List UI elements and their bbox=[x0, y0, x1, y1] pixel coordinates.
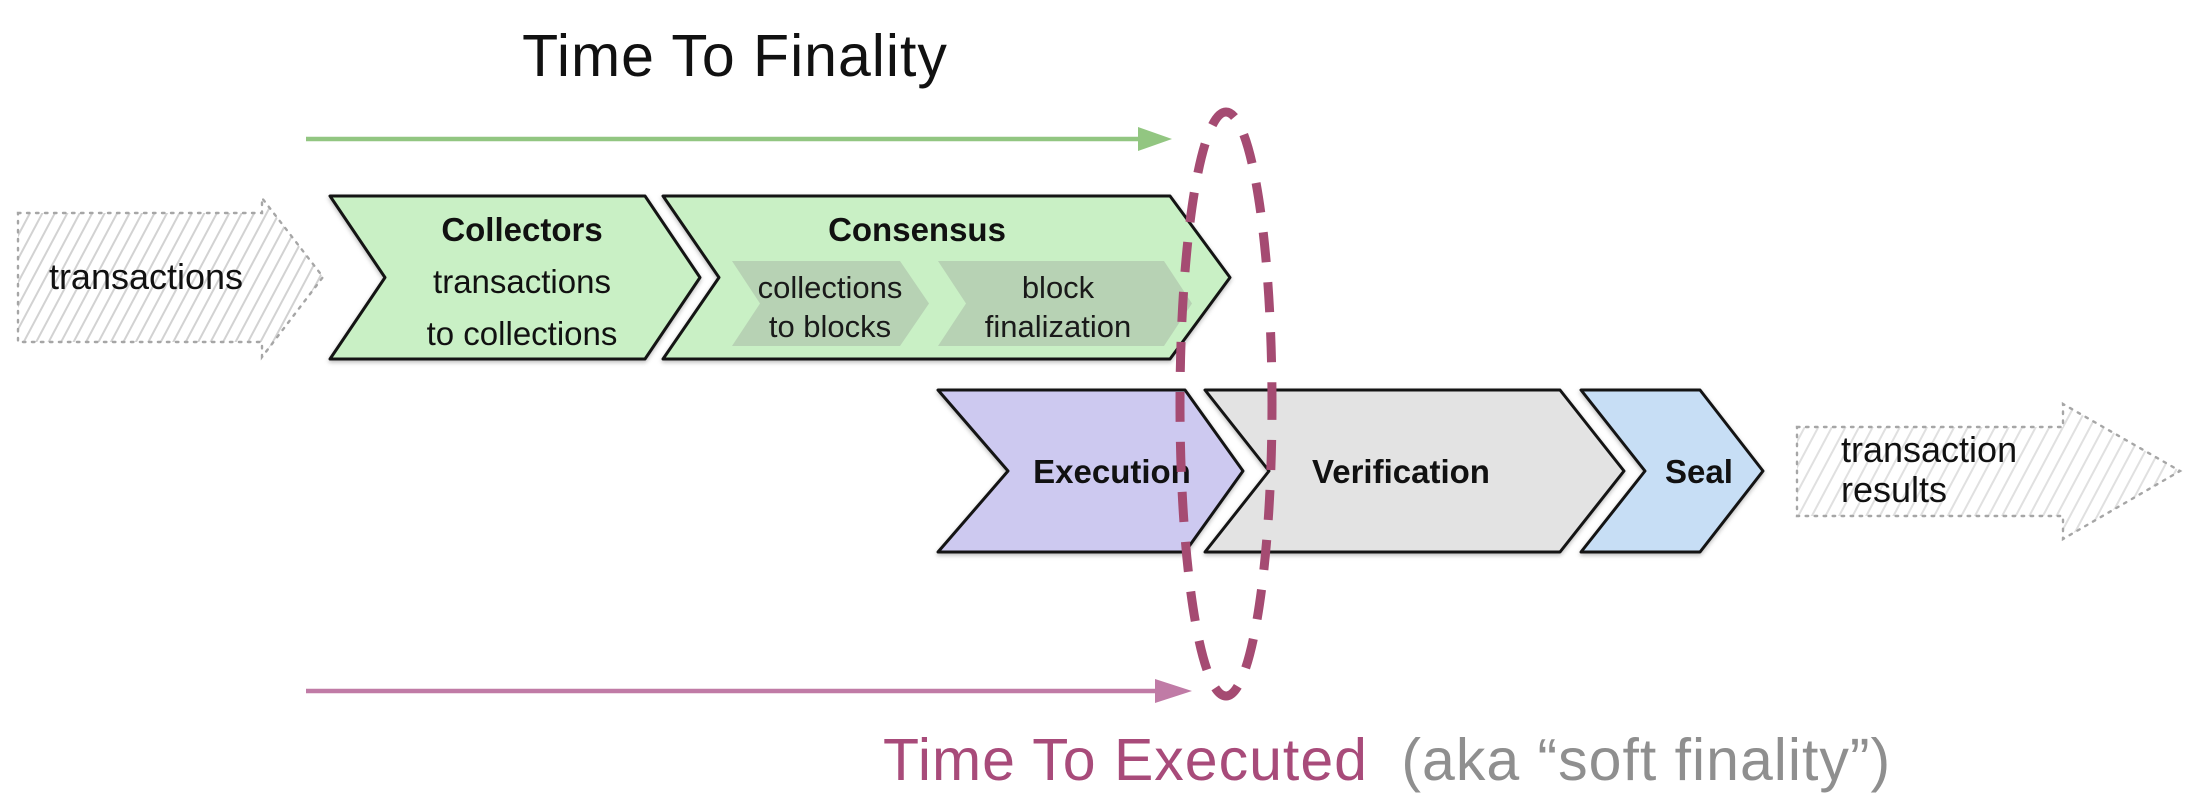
soft-finality-ellipse bbox=[1175, 107, 1277, 701]
input-arrow-shape bbox=[16, 194, 325, 361]
timeline-finality-label: Time To Finality bbox=[522, 23, 948, 89]
timeline-executed-suffix: (aka “soft finality”) bbox=[1401, 727, 1891, 793]
timeline-executed-arrowhead-icon bbox=[1155, 679, 1192, 703]
stage-collectors-line2: to collections bbox=[427, 315, 618, 352]
stage-consensus-title: Consensus bbox=[828, 211, 1006, 248]
substage-collections-to-blocks-line1: collections bbox=[758, 270, 903, 305]
stage-execution-title: Execution bbox=[1033, 453, 1191, 490]
stage-seal-title: Seal bbox=[1665, 453, 1733, 490]
output-arrow-line1: transaction bbox=[1841, 429, 2017, 470]
output-arrow-shape bbox=[1795, 401, 2183, 542]
substage-block-finalization-line2: finalization bbox=[985, 309, 1131, 344]
timeline-executed-title: Time To Executed (aka “soft finality”) bbox=[883, 727, 1891, 793]
substage-collections-to-blocks-shape bbox=[732, 261, 929, 346]
stage-collectors-shape bbox=[328, 194, 702, 361]
stage-verification-shape bbox=[1203, 388, 1626, 554]
timeline-executed-label: Time To Executed bbox=[883, 727, 1368, 793]
input-arrow-label: transactions bbox=[49, 256, 243, 297]
timeline-finality-arrowhead-icon bbox=[1138, 127, 1172, 151]
substage-collections-to-blocks-line2: to blocks bbox=[769, 309, 891, 344]
substage-block-finalization-line1: block bbox=[1022, 270, 1095, 305]
stage-collectors-title: Collectors bbox=[441, 211, 602, 248]
stage-collectors-line1: transactions bbox=[433, 263, 611, 300]
substage-block-finalization-shape bbox=[938, 261, 1192, 346]
stage-seal-shape bbox=[1579, 388, 1765, 554]
output-arrow-line2: results bbox=[1841, 469, 1947, 510]
stage-verification-title: Verification bbox=[1312, 453, 1490, 490]
